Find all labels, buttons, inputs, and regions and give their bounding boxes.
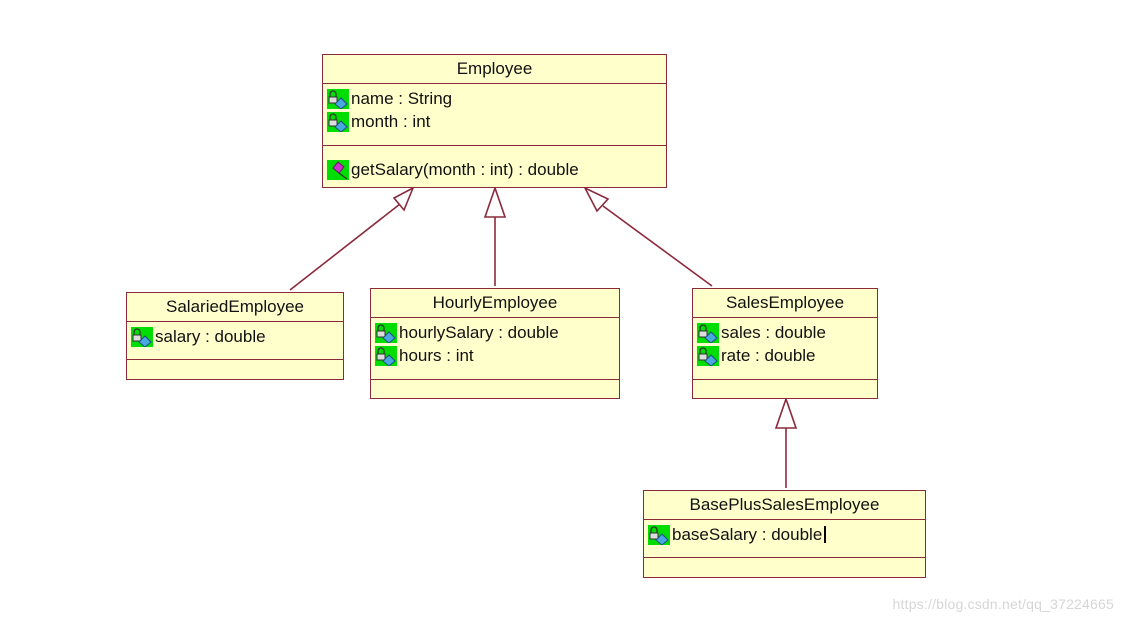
attribute-text: hours : int	[399, 346, 474, 365]
public-operation-icon	[327, 159, 349, 180]
private-attribute-lock-icon	[375, 322, 397, 343]
attribute-compartment: name : String month : int	[323, 84, 666, 146]
attribute-row[interactable]: salary : double	[131, 325, 343, 348]
attribute-text: sales : double	[721, 323, 826, 342]
operation-row[interactable]: getSalary(month : int) : double	[327, 158, 666, 181]
class-salaried-employee[interactable]: SalariedEmployee salary : double	[126, 292, 344, 380]
attribute-text: hourlySalary : double	[399, 323, 559, 342]
generalization-line-sales	[602, 205, 713, 287]
attribute-compartment: baseSalary : double	[644, 520, 925, 558]
class-name: SalesEmployee	[693, 289, 877, 318]
attribute-compartment: sales : double rate : double	[693, 318, 877, 380]
operation-text: getSalary(month : int) : double	[351, 160, 579, 179]
attribute-row[interactable]: rate : double	[697, 344, 877, 367]
generalization-arrowhead-salaried	[392, 186, 415, 212]
generalization-line-salaried	[289, 203, 401, 291]
private-attribute-lock-icon	[697, 322, 719, 343]
attribute-row[interactable]: baseSalary : double	[648, 523, 925, 546]
private-attribute-lock-icon	[131, 326, 153, 347]
attribute-text: rate : double	[721, 346, 816, 365]
attribute-text: baseSalary : double	[672, 525, 823, 544]
class-name: HourlyEmployee	[371, 289, 619, 318]
attribute-text: month : int	[351, 112, 431, 131]
class-name: SalariedEmployee	[127, 293, 343, 322]
private-attribute-lock-icon	[697, 345, 719, 366]
class-name: Employee	[323, 55, 666, 84]
generalization-arrowhead-baseplus	[774, 396, 798, 429]
class-base-plus-sales-employee[interactable]: BasePlusSalesEmployee baseSalary : doubl…	[643, 490, 926, 578]
class-name: BasePlusSalesEmployee	[644, 491, 925, 520]
attribute-compartment: salary : double	[127, 322, 343, 360]
class-sales-employee[interactable]: SalesEmployee sales : double rate	[692, 288, 878, 399]
class-employee[interactable]: Employee name : String month : int	[322, 54, 667, 188]
generalization-arrowhead-hourly	[483, 185, 507, 218]
operation-compartment	[693, 380, 877, 387]
private-attribute-lock-icon	[375, 345, 397, 366]
operation-compartment	[127, 360, 343, 367]
watermark-text: https://blog.csdn.net/qq_37224665	[892, 596, 1114, 612]
operation-compartment: getSalary(month : int) : double	[323, 146, 666, 185]
private-attribute-lock-icon	[648, 524, 670, 545]
attribute-text: salary : double	[155, 327, 266, 346]
operation-compartment	[644, 558, 925, 565]
attribute-row[interactable]: month : int	[327, 110, 666, 133]
generalization-arrowhead-sales	[583, 186, 610, 213]
attribute-row[interactable]: hourlySalary : double	[375, 321, 619, 344]
text-cursor-caret	[824, 526, 826, 543]
attribute-row[interactable]: name : String	[327, 87, 666, 110]
class-hourly-employee[interactable]: HourlyEmployee hourlySalary : double	[370, 288, 620, 399]
private-attribute-lock-icon	[327, 88, 349, 109]
operation-compartment	[371, 380, 619, 387]
private-attribute-lock-icon	[327, 111, 349, 132]
attribute-row[interactable]: hours : int	[375, 344, 619, 367]
attribute-compartment: hourlySalary : double hours : int	[371, 318, 619, 380]
attribute-text: name : String	[351, 89, 453, 108]
attribute-row[interactable]: sales : double	[697, 321, 877, 344]
